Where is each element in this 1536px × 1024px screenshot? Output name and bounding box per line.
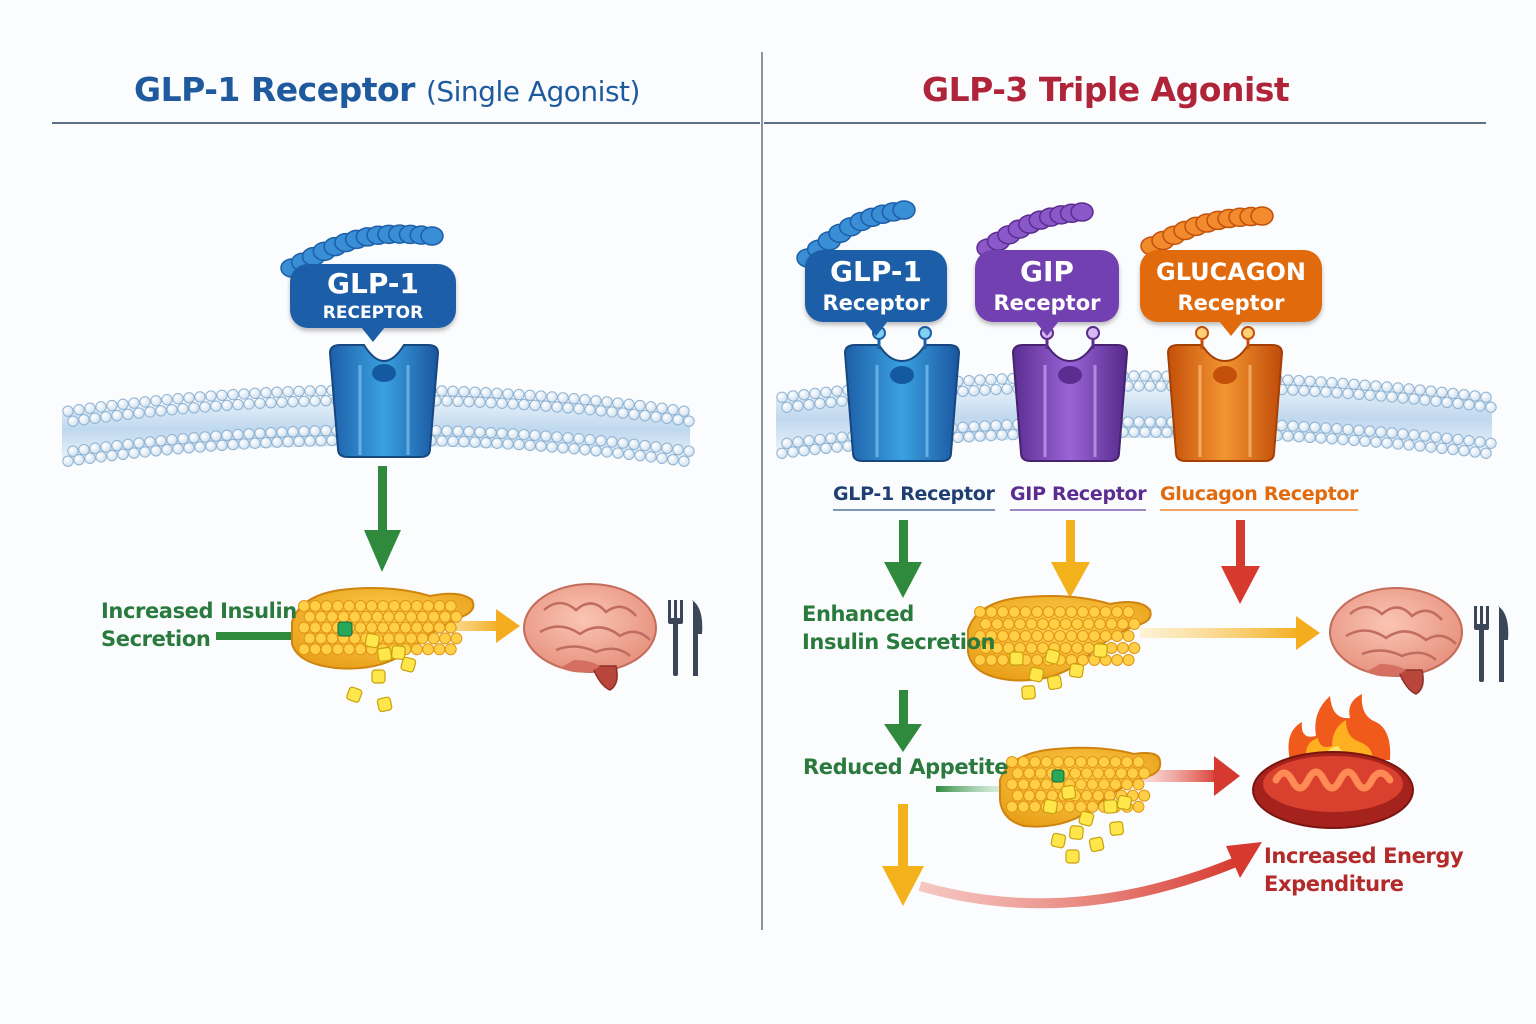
receptor-icon <box>1166 326 1284 462</box>
arrow-pancreas-to-brain-right <box>1140 616 1320 650</box>
bubble-line2: Receptor <box>1177 291 1285 315</box>
glp1-receptor-bubble-right: GLP-1 Receptor <box>805 250 947 336</box>
bubble-line2: RECEPTOR <box>322 303 424 323</box>
glp1-receptor-label: GLP-1 Receptor <box>833 483 995 511</box>
enhanced-insulin-label: Enhanced Insulin Secretion <box>802 600 996 656</box>
label-line1: Enhanced <box>802 602 914 626</box>
flame-icon <box>1288 694 1391 760</box>
label-line2: Expenditure <box>1264 872 1404 896</box>
peptide-chain-icon <box>1140 206 1274 256</box>
bubble-line1: GLUCAGON <box>1156 258 1306 286</box>
peptide-chain-icon <box>280 224 444 278</box>
fork-knife-icon <box>1474 606 1509 682</box>
bubble-line2: Receptor <box>993 291 1101 315</box>
panel-divider <box>761 52 763 930</box>
energy-expenditure-label: Increased Energy Expenditure <box>1264 842 1464 898</box>
arrow-receptor-to-pancreas <box>364 466 401 572</box>
glucagon-receptor-label: Glucagon Receptor <box>1160 483 1358 511</box>
left-title-rule <box>52 122 760 124</box>
arrow-glp1-down <box>884 520 922 598</box>
bubble-line1: GIP <box>1020 255 1074 288</box>
mitochondrion-icon <box>1252 751 1414 829</box>
arrow-label-to-pancreas <box>216 632 324 640</box>
increased-insulin-label: Increased Insulin Secretion <box>101 597 297 653</box>
bubble-line2: Receptor <box>822 291 930 315</box>
receptor-icon <box>1011 326 1129 462</box>
left-title-sub: (Single Agonist) <box>425 75 640 108</box>
label-line1: Increased Insulin <box>101 599 297 623</box>
arrow-to-energy-curve <box>918 842 1262 909</box>
left-title-main: GLP-1 Receptor <box>134 70 415 109</box>
label-line2: Secretion <box>101 627 211 651</box>
gip-receptor-label: GIP Receptor <box>1010 483 1147 511</box>
pancreas-icon <box>291 587 475 670</box>
reduced-appetite-label: Reduced Appetite <box>803 755 1009 779</box>
arrow-insulin-to-appetite <box>884 690 922 752</box>
peptide-chain-icon <box>976 202 1094 258</box>
glp1-receptor-bubble-left: GLP-1 RECEPTOR <box>290 264 456 342</box>
right-title-rule <box>764 122 1486 124</box>
brain-icon <box>523 583 657 691</box>
bubble-line1: GLP-1 <box>327 267 419 300</box>
bubble-line1: GLP-1 <box>830 255 922 288</box>
label-line2: Insulin Secretion <box>802 630 996 654</box>
insulin-granule-icon <box>1042 784 1133 864</box>
brain-icon <box>1329 587 1463 695</box>
receptor-icon <box>843 326 961 462</box>
arrow-appetite-down <box>882 804 924 906</box>
arrow-appetite-to-pancreas <box>936 786 1006 792</box>
gip-receptor-bubble: GIP Receptor <box>975 250 1119 336</box>
insulin-granule-icon <box>1009 643 1108 700</box>
arrow-gip-down <box>1051 520 1090 598</box>
right-panel-title: GLP-3 Triple Agonist <box>922 70 1290 109</box>
left-panel-title: GLP-1 Receptor (Single Agonist) <box>134 70 640 109</box>
label-line1: Increased Energy <box>1264 844 1464 868</box>
glucagon-receptor-bubble: GLUCAGON Receptor <box>1140 250 1322 336</box>
arrow-pancreas-to-mitochondrion <box>1140 756 1240 796</box>
insulin-granule-icon <box>346 632 417 713</box>
receptor-icon <box>328 344 440 458</box>
pancreas-icon <box>967 595 1152 682</box>
arrow-glucagon-down <box>1221 520 1260 604</box>
fork-knife-icon <box>668 600 703 676</box>
pancreas-icon <box>999 746 1162 828</box>
